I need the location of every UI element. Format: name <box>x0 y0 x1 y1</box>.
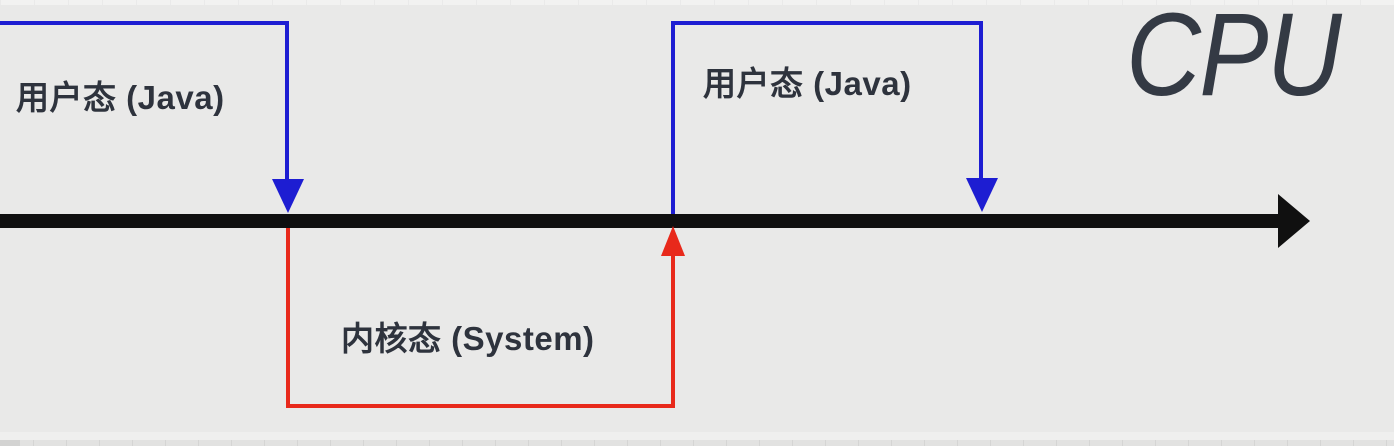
bottom-strip-light <box>0 432 1394 440</box>
bottom-strip-ticks <box>0 440 1394 446</box>
cpu-timeline <box>0 214 1282 228</box>
user-mode-2-arrow-down-icon <box>966 178 998 212</box>
kernel-mode-arrow-up-icon <box>661 226 685 256</box>
kernel-mode-right-line <box>671 254 675 408</box>
top-strip <box>0 0 1394 5</box>
kernel-mode-label: 内核态 (System) <box>341 320 595 357</box>
user-mode-1-arrow-down-icon <box>272 179 304 213</box>
user-mode-2-left-line <box>671 21 675 214</box>
user-mode-2-top-line <box>671 21 983 25</box>
user-mode-1-top-line <box>0 21 289 25</box>
user-mode-1-label: 用户态 (Java) <box>16 79 225 116</box>
user-mode-2-right-line <box>979 21 983 178</box>
timeline-arrowhead-icon <box>1278 194 1310 248</box>
kernel-mode-bottom-line <box>286 404 675 408</box>
user-mode-1-right-line <box>285 21 289 179</box>
user-mode-2-label: 用户态 (Java) <box>703 65 912 102</box>
kernel-mode-left-line <box>286 228 290 408</box>
cpu-title: CPU <box>1126 0 1342 121</box>
